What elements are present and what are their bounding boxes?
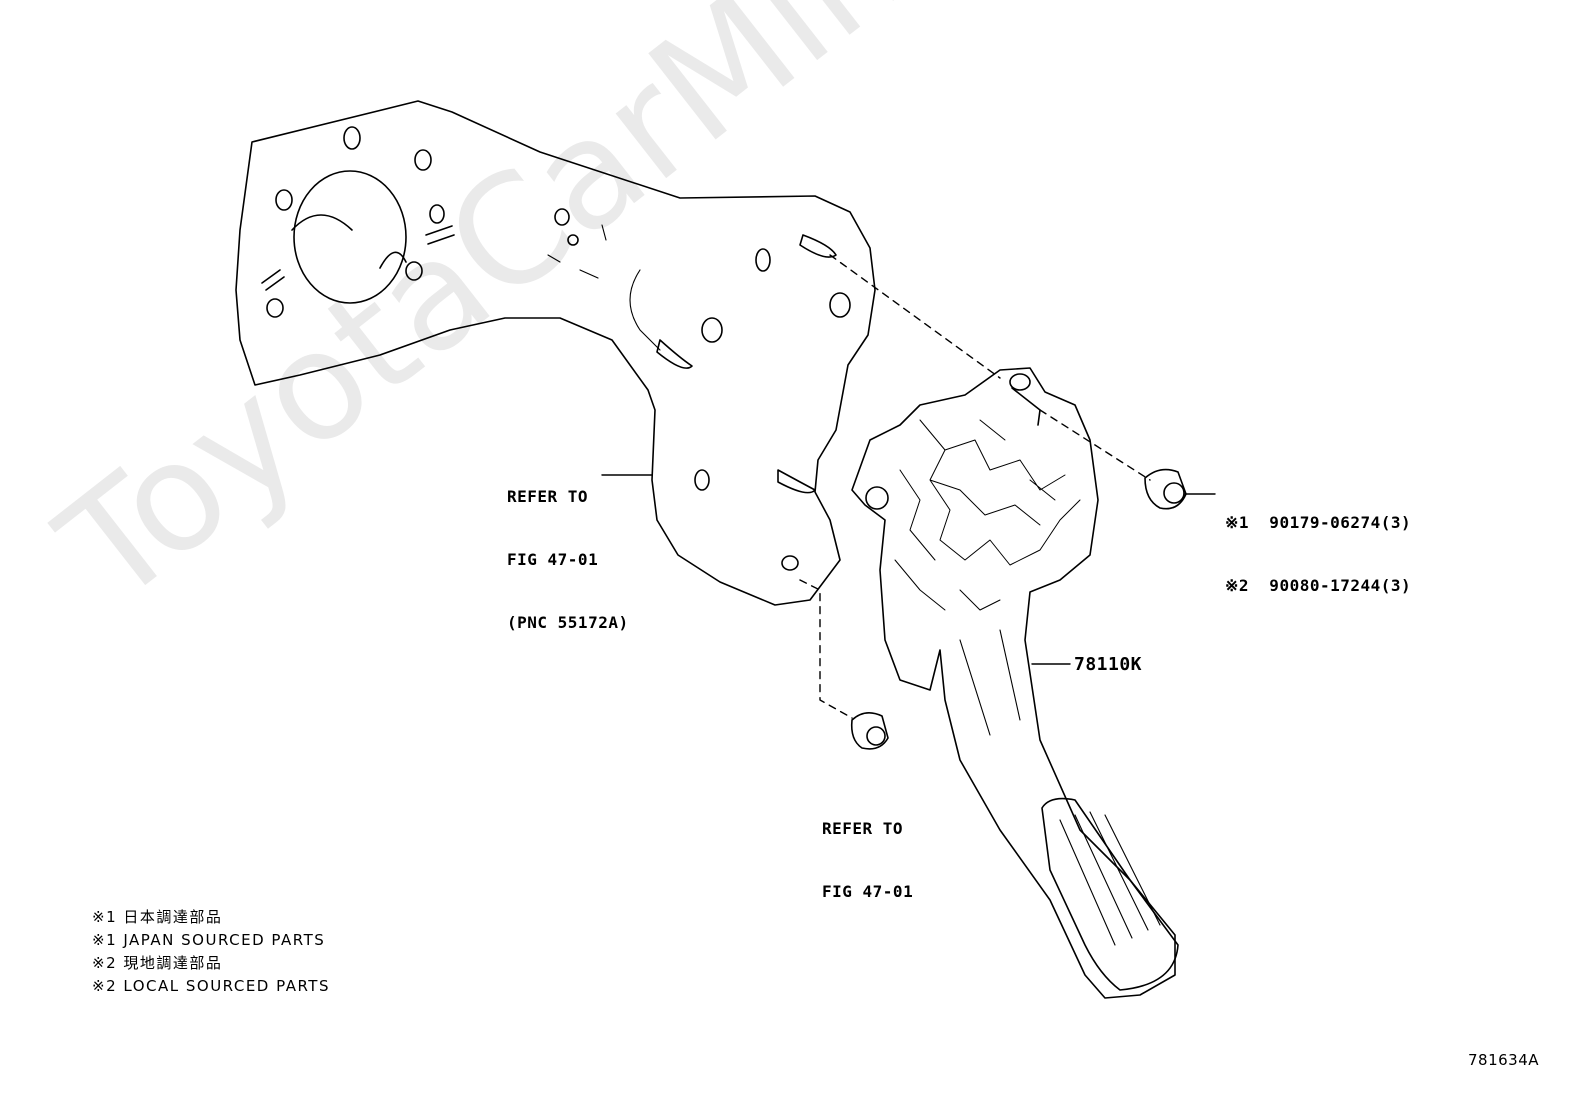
legend-row: ※1 日本調達部品 <box>92 908 223 926</box>
assembly-guide-lines <box>799 254 1151 719</box>
sourcing-legend: ※1 日本調達部品 ※1 JAPAN SOURCED PARTS ※2 現地調達… <box>92 906 330 998</box>
illustration-id: 781634A <box>1468 1051 1540 1069</box>
legend-row: ※1 JAPAN SOURCED PARTS <box>92 931 326 949</box>
accelerator-pedal-assembly <box>851 367 1179 999</box>
legend-row: ※2 LOCAL SOURCED PARTS <box>92 977 330 995</box>
leader-lines <box>601 474 1216 665</box>
nut-part-number-2: ※2 90080-17244(3) <box>1225 576 1412 595</box>
nut-reference-label: REFER TO FIG 47-01 <box>822 776 913 944</box>
nut-part-numbers: ※1 90179-06274(3) ※2 90080-17244(3) <box>1225 470 1411 638</box>
bracket-ref-line-3: (PNC 55172A) <box>507 613 629 632</box>
pedal-bracket <box>235 100 876 606</box>
nut-ref-line-2: FIG 47-01 <box>822 882 914 901</box>
legend-row: ※2 現地調達部品 <box>92 954 223 972</box>
nut-lower <box>850 712 889 750</box>
bracket-ref-line-2: FIG 47-01 <box>507 550 599 569</box>
pedal-part-number: 78110K <box>1074 654 1143 675</box>
bracket-reference-label: REFER TO FIG 47-01 (PNC 55172A) <box>507 444 629 675</box>
nut-part-number-1: ※1 90179-06274(3) <box>1225 513 1412 532</box>
bracket-ref-line-1: REFER TO <box>507 487 589 506</box>
nut-upper <box>1144 468 1187 510</box>
nut-ref-line-1: REFER TO <box>822 819 904 838</box>
